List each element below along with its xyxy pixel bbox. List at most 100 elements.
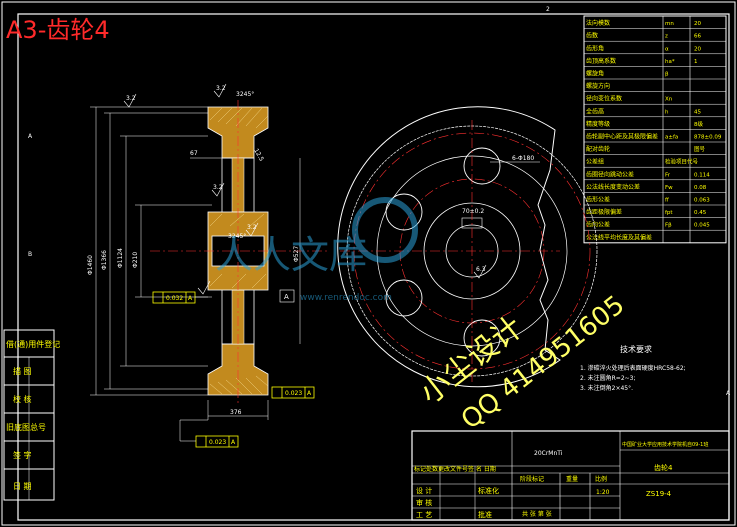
param-cell-13-2: 0.08 [694, 185, 707, 191]
tolerance-frame-3: 0.023 A [179, 419, 239, 448]
tolerance-frame-2: 0.023 A [271, 386, 315, 399]
tolerance-value-3: 0.023 [209, 439, 226, 446]
param-cell-10-0: 配对齿轮 [586, 145, 610, 153]
left-label-column: 借(通)用件登记 描 图 校 核 旧底图总号 签 字 日 期 [3, 329, 60, 501]
param-cell-15-0: 齿距极限偏差 [586, 208, 622, 216]
drawing-title: A3-齿轮4 [6, 16, 110, 44]
param-cell-10-2: 图号 [694, 145, 706, 153]
dim-d4: Φ210 [132, 252, 139, 268]
param-cell-7-1: h [665, 109, 669, 115]
param-cell-17-0: 公法线平均长度及其偏差 [586, 233, 652, 241]
tb-row-process: 工 艺 [416, 511, 432, 519]
tb-weight-label: 重量 [566, 475, 578, 483]
param-cell-15-2: 0.45 [694, 210, 707, 216]
roughness-6: 6.3 [476, 266, 486, 273]
param-cell-11-1: 检验项目代号 [665, 158, 699, 166]
param-cell-9-1: a±fa [665, 135, 678, 141]
gear-front-view: 6-Φ180 70±0.2 6.3 [337, 106, 598, 388]
tolerance-ref-3: A [231, 439, 236, 446]
tb-sheet: 共 张 第 张 [522, 510, 552, 518]
tb-row-design: 设 计 [416, 486, 432, 495]
left-label-3: 旧底图总号 [6, 422, 46, 432]
param-cell-8-0: 精度等级 [586, 120, 610, 128]
frame-mark-left-a: A [28, 133, 33, 140]
param-cell-4-1: β [665, 72, 669, 78]
datum-letter: A [284, 293, 289, 301]
param-cell-3-1: ha* [665, 59, 675, 65]
param-cell-2-2: 20 [694, 46, 701, 52]
param-cell-7-2: 45 [694, 109, 701, 115]
dim-holes: 6-Φ180 [512, 155, 534, 162]
tolerance-ref-1: A [188, 295, 193, 302]
watermark: 人人文库 www.renrendoc.com [215, 197, 418, 303]
tech-item-2: 3. 未注倒角2×45°. [580, 384, 633, 392]
tolerance-ref-2: A [307, 390, 312, 397]
param-cell-7-0: 全齿高 [586, 107, 604, 115]
left-label-4: 签 字 [13, 450, 32, 460]
left-label-2: 校 核 [13, 394, 32, 404]
tb-top-note: 中国矿业大学应用技术学院机自09-1班 [622, 441, 708, 448]
param-cell-11-0: 公差组 [586, 158, 604, 166]
param-cell-16-2: 0.045 [694, 223, 710, 229]
param-cell-16-1: Fβ [665, 223, 672, 229]
param-cell-14-0: 齿形公差 [586, 196, 610, 204]
param-cell-4-0: 螺旋角 [586, 70, 604, 78]
tb-header-row: 标记处数更改文件号签 名 日期 [414, 465, 496, 473]
param-cell-2-0: 齿形角 [586, 44, 604, 52]
param-cell-6-0: 径向变位系数 [586, 95, 622, 103]
param-cell-1-1: z [665, 34, 668, 40]
dim-chamfer-1: 3245° [236, 91, 254, 98]
dim-chamfer-2: 3245° [228, 233, 246, 240]
frame-mark-right: A [726, 390, 731, 397]
left-label-1: 描 图 [13, 366, 32, 376]
param-cell-16-0: 齿向公差 [586, 221, 610, 229]
param-cell-13-0: 公法线长度变动公差 [586, 183, 640, 191]
param-cell-3-0: 齿顶高系数 [586, 57, 616, 65]
title-block: 中国矿业大学应用技术学院机自09-1班 20CrMnTi 齿轮4 标记处数更改文… [411, 430, 730, 521]
param-cell-0-2: 20 [694, 21, 701, 27]
datum-symbol: A [279, 289, 295, 303]
dim-d2: Φ1366 [101, 250, 108, 270]
param-cell-12-2: 0.114 [694, 172, 710, 178]
param-cell-5-0: 螺旋方向 [586, 82, 610, 90]
watermark-url: www.renrendoc.com [300, 293, 392, 303]
tolerance-value-2: 0.023 [285, 390, 302, 397]
tb-scale-label: 比例 [595, 475, 607, 483]
tech-item-1: 2. 未注圆角R=2~3; [580, 374, 636, 382]
tb-row-review: 审 核 [416, 498, 432, 507]
param-cell-9-2: 878±0.09 [694, 135, 722, 141]
dim-d3: Φ1124 [117, 248, 124, 268]
tb-part-name: 齿轮4 [654, 463, 673, 472]
tech-item-0: 1. 渗碳淬火处理后表面硬度HRC58-62; [580, 364, 686, 372]
technical-requirements: 技术要求 1. 渗碳淬火处理后表面硬度HRC58-62; 2. 未注圆角R=2~… [580, 344, 686, 392]
param-cell-8-2: 8级 [694, 120, 703, 128]
inner-frame [17, 13, 730, 521]
param-cell-0-0: 法向模数 [586, 19, 610, 27]
frame-mark-left-b: B [28, 251, 32, 258]
roughness-1: 3.2 [126, 95, 136, 102]
param-cell-12-0: 齿圈径向跳动公差 [586, 170, 634, 178]
param-cell-0-1: mn [665, 21, 674, 27]
param-cell-9-0: 齿轮副中心距及其极限偏差 [586, 133, 658, 141]
tb-stage-label: 阶段标记 [520, 475, 544, 483]
roughness-2: 3.2 [216, 85, 226, 92]
dim-hub: 376 [230, 409, 242, 416]
param-cell-6-1: Xn [665, 97, 673, 103]
gear-section-view: Φ1460 Φ1366 Φ1124 Φ210 Φ527 67 376 3245°… [87, 83, 330, 448]
tolerance-value-1: 0.032 [166, 295, 183, 302]
roughness-4: 3.2 [213, 184, 223, 191]
param-cell-14-1: ff [665, 198, 669, 204]
tolerance-frame-1: 0.032 A [152, 291, 208, 304]
frame-mark-top: 2 [546, 6, 550, 13]
tb-scale: 1:20 [596, 489, 610, 496]
watermark-logo: 人人文库 [215, 233, 367, 277]
dim-d1: Φ1460 [87, 255, 94, 275]
tech-title: 技术要求 [620, 344, 652, 354]
dim-w: 67 [190, 150, 198, 157]
param-cell-3-2: 1 [694, 59, 698, 65]
param-cell-1-0: 齿数 [586, 32, 598, 40]
param-cell-14-2: 0.063 [694, 198, 710, 204]
